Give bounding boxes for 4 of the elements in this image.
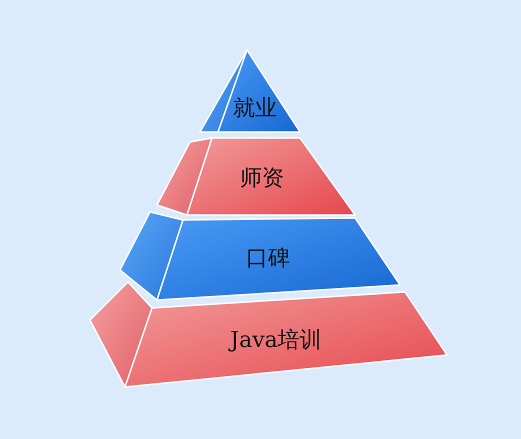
- layer-label: Java培训: [230, 327, 322, 355]
- layer-label: 师资: [240, 165, 284, 193]
- layer-label: 就业: [233, 95, 277, 123]
- layer-label: 口碑: [246, 245, 290, 273]
